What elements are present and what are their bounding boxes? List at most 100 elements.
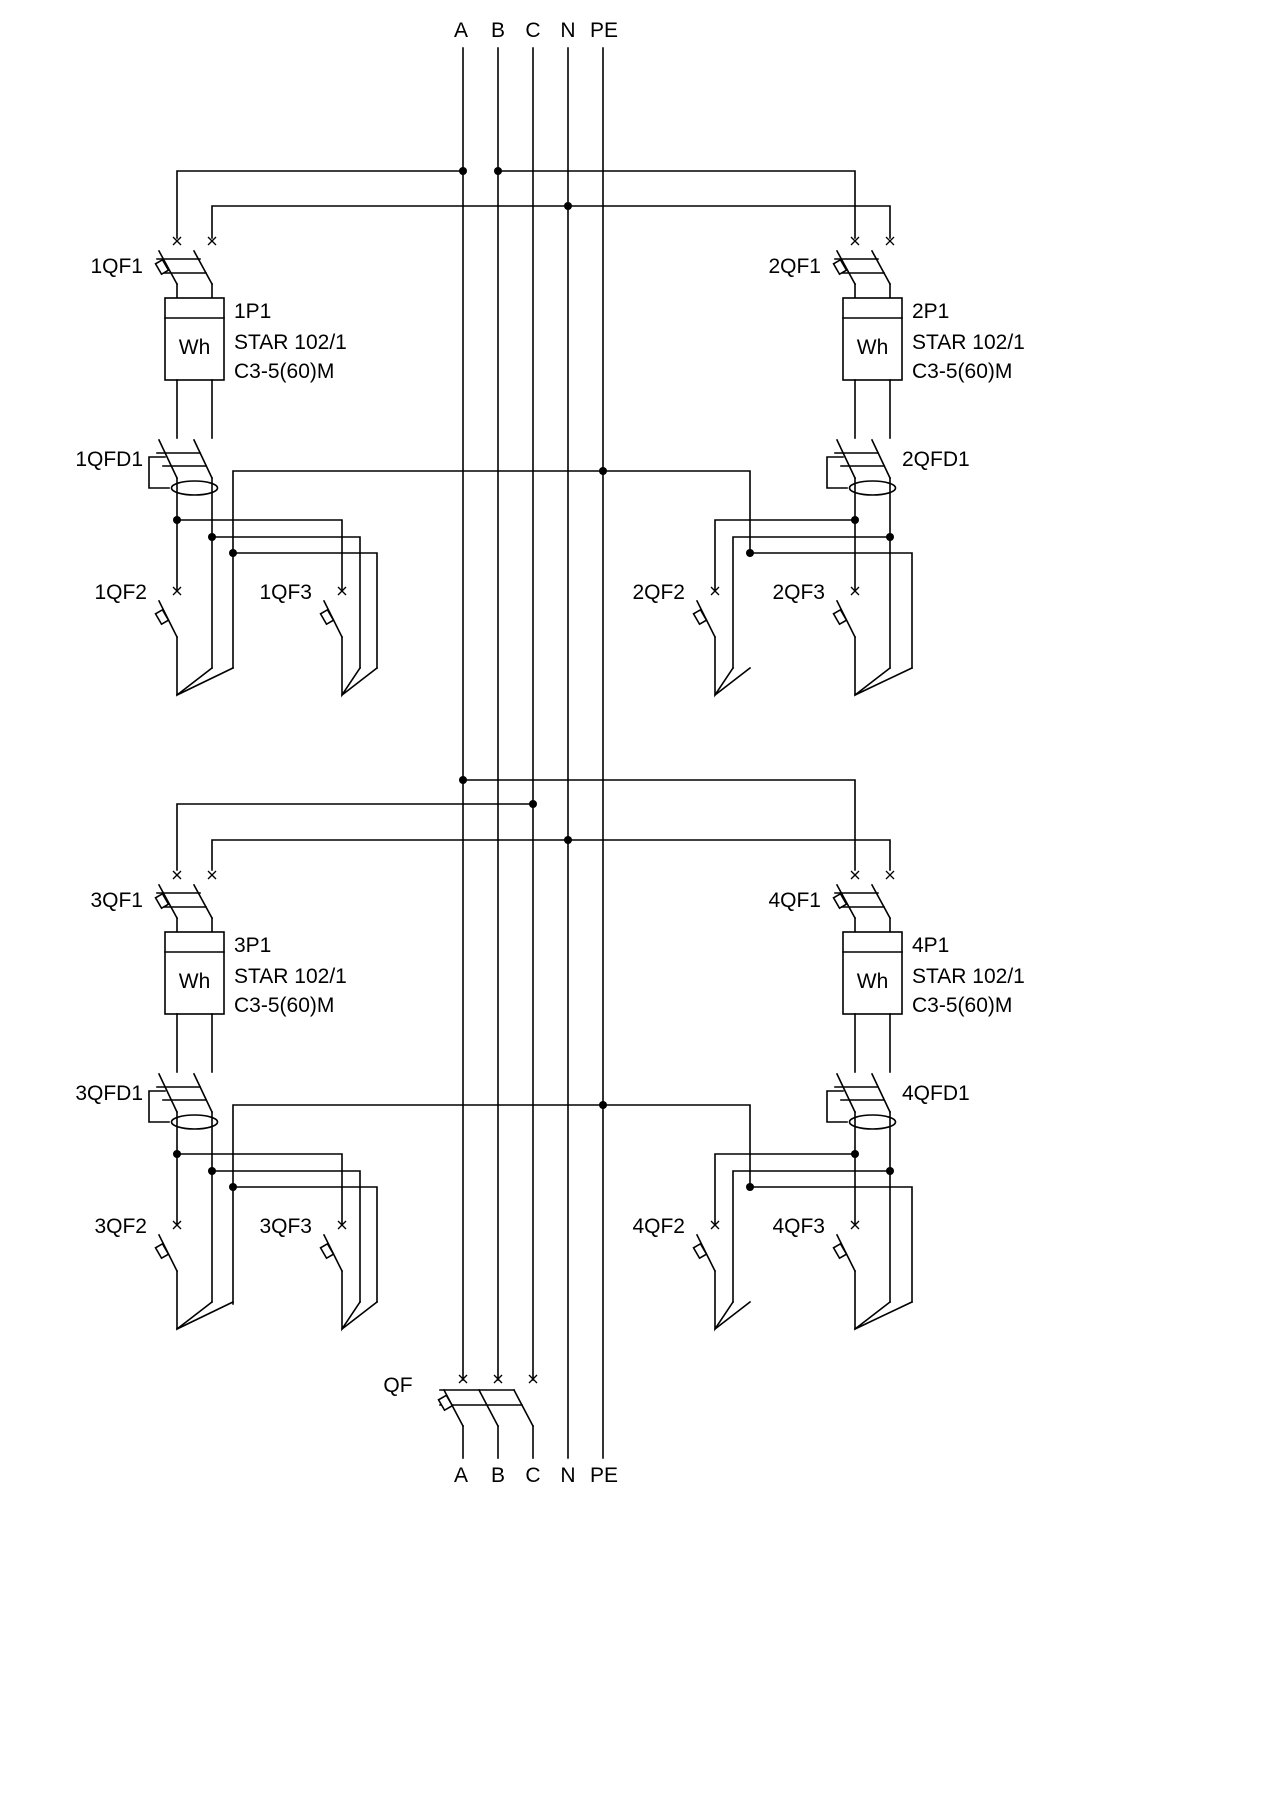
bus-taps <box>176 167 891 1305</box>
contact-mark <box>337 586 347 596</box>
meter-model-label: STAR 102/1 <box>912 965 1025 988</box>
meter-rating-label: C3-5(60)M <box>912 994 1012 1017</box>
meter-ref-label: 2P1 <box>912 300 949 323</box>
energy-meter <box>842 931 903 1015</box>
junction-dot <box>529 800 537 808</box>
meter-ref-label: 3P1 <box>234 934 271 957</box>
breaker-label: 1QF1 <box>90 255 143 278</box>
contact-mark <box>528 1374 538 1384</box>
contact-mark <box>458 1374 468 1384</box>
outgoing-breaker-label: 3QF3 <box>259 1215 312 1238</box>
phase-branch <box>176 519 343 592</box>
outgoing-cable <box>853 1300 914 1331</box>
contact-mark <box>172 1220 182 1230</box>
switch-blade <box>835 438 857 480</box>
breaker-label: 4QF1 <box>768 889 821 912</box>
meter-symbol: Wh <box>857 336 889 359</box>
switch-blade <box>192 1072 214 1114</box>
contact-mark <box>850 586 860 596</box>
outgoing-breaker-label: 3QF2 <box>94 1215 147 1238</box>
bus-conductors <box>462 47 604 1459</box>
trip-coil-icon <box>154 258 170 276</box>
outgoing-breaker-label: 4QF3 <box>772 1215 825 1238</box>
meter-symbol: Wh <box>179 336 211 359</box>
rcd-trip-loop <box>148 456 170 489</box>
tap-phase-a-group4 <box>462 779 856 871</box>
trip-coil-icon <box>692 1242 708 1260</box>
rcd-label: 2QFD1 <box>902 448 970 471</box>
switch-blade <box>835 883 857 920</box>
outgoing-cable <box>175 666 235 697</box>
bus-label-n-top: N <box>560 19 575 42</box>
outgoing-breaker-label: 1QF2 <box>94 581 147 604</box>
phase-branch <box>176 1153 343 1226</box>
outgoing-breaker-label: 2QF2 <box>632 581 685 604</box>
contact-mark <box>710 586 720 596</box>
junction-dot <box>599 467 607 475</box>
switch-blade <box>192 249 214 286</box>
meter-ref-label: 4P1 <box>912 934 949 957</box>
breaker-label: 2QF1 <box>768 255 821 278</box>
switch-blade <box>870 249 892 286</box>
main-breaker-qf: QF <box>383 1374 538 1428</box>
rcd-label: 4QFD1 <box>902 1082 970 1105</box>
junction-dot <box>459 167 467 175</box>
phase-branch <box>714 519 856 592</box>
rcd-trip-loop <box>826 456 848 489</box>
trip-coil-icon <box>437 1394 454 1412</box>
trip-coil-icon <box>154 892 170 910</box>
contact-mark <box>172 586 182 596</box>
switch-blade <box>870 438 892 480</box>
meter-model-label: STAR 102/1 <box>234 331 347 354</box>
meter-rating-label: C3-5(60)M <box>234 994 334 1017</box>
contact-mark <box>207 236 217 246</box>
contact-mark <box>207 870 217 880</box>
trip-coil-icon <box>832 892 848 910</box>
switch-blade <box>870 1072 892 1114</box>
outgoing-cable <box>714 1270 735 1332</box>
tap-phase-c-group3 <box>176 803 534 871</box>
contact-mark <box>885 870 895 880</box>
contact-mark <box>172 236 182 246</box>
rcd-trip-loop <box>826 1090 848 1123</box>
bus-label-b-bottom: B <box>491 1464 505 1487</box>
switch-blade <box>835 249 857 286</box>
trip-coil-icon <box>154 608 170 626</box>
rcd-trip-loop <box>148 1090 170 1123</box>
junction-dot <box>459 776 467 784</box>
switch-blade <box>477 1388 500 1428</box>
tap-neutral-top <box>211 205 891 239</box>
meter-rating-label: C3-5(60)M <box>912 360 1012 383</box>
meter-model-label: STAR 102/1 <box>912 331 1025 354</box>
current-transformer <box>848 1114 897 1130</box>
outgoing-cable <box>341 1270 362 1332</box>
trip-coil-icon <box>319 1242 335 1260</box>
outgoing-breaker-label: 1QF3 <box>259 581 312 604</box>
meter-symbol: Wh <box>179 970 211 993</box>
neutral-branch <box>732 536 891 669</box>
meter-rating-label: C3-5(60)M <box>234 360 334 383</box>
meter-model-label: STAR 102/1 <box>234 965 347 988</box>
top-bus-labels: A B C N PE <box>454 19 618 42</box>
phase-branch <box>714 1153 856 1226</box>
breaker-label: 3QF1 <box>90 889 143 912</box>
junction-dot <box>564 836 572 844</box>
bus-label-c-bottom: C <box>525 1464 540 1487</box>
contact-mark <box>850 1220 860 1230</box>
contact-mark <box>710 1220 720 1230</box>
neutral-branch <box>211 536 361 669</box>
bus-label-a-bottom: A <box>454 1464 468 1487</box>
contact-mark <box>493 1374 503 1384</box>
trip-coil-icon <box>832 258 848 276</box>
rcd-label: 1QFD1 <box>75 448 143 471</box>
switch-blade <box>157 249 179 286</box>
outgoing-cable <box>853 666 914 697</box>
outgoing-cable <box>713 1300 752 1331</box>
contact-mark <box>850 236 860 246</box>
bus-label-c-top: C <box>525 19 540 42</box>
trip-coil-icon <box>154 1242 170 1260</box>
meter-ref-label: 1P1 <box>234 300 271 323</box>
wiring-diagram: A B C N PE A B C N PE <box>75 19 1025 1487</box>
switch-blade <box>157 1072 179 1114</box>
